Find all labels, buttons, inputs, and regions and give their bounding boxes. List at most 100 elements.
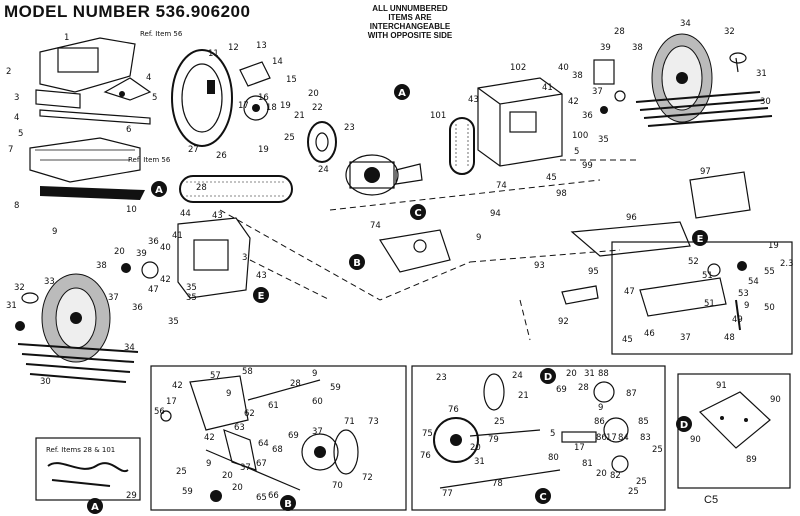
part-label: 11 [208,49,219,59]
part-label: 25 [636,477,647,487]
part-label: 67 [256,459,267,469]
part-label: 50 [764,303,775,313]
part-label: 47 [624,287,635,297]
part-label: 23 [344,123,355,133]
part-label: 90 [690,435,701,445]
callout-b-1: B [349,254,365,270]
part-label: 77 [442,489,453,499]
part-label: 42 [204,433,215,443]
left-transmission-case [121,217,251,299]
part-label: 54 [748,277,759,287]
part-label: 34 [124,343,135,353]
part-label: 86 [596,433,607,443]
part-label: 33 [44,277,55,287]
part-label: 32 [14,283,25,293]
callout-e-1: E [253,287,269,303]
part-label: 78 [492,479,503,489]
part-label: 4 [146,73,151,83]
left-wheel-assembly [15,273,139,383]
part-label: 66 [268,491,279,501]
drive-belt [179,175,293,203]
part-label: 74 [496,181,507,191]
part-label: 46 [644,329,655,339]
part-label: 4 [14,113,19,123]
callout-d-2: D [676,416,692,432]
part-label: 100 [572,131,588,141]
part-label: 52 [688,257,699,267]
part-label: 20 [232,483,243,493]
part-label: 32 [724,27,735,37]
part-label: 65 [256,493,267,503]
part-label: 63 [234,423,245,433]
part-label: 38 [632,43,643,53]
part-label: 20 [222,471,233,481]
part-label: 3 [242,253,247,263]
part-label: 39 [600,43,611,53]
shift-lever-detail [639,261,747,331]
part-label: 97 [700,167,711,177]
part-label: 36 [582,111,593,121]
part-label: 13 [256,41,267,51]
callout-a-3: A [87,498,103,514]
part-label: 25 [284,133,295,143]
part-label: 73 [368,417,379,427]
inset-box-b [150,365,407,511]
part-label: 19 [258,145,269,155]
callout-b-2: B [280,495,296,511]
svg-text:C: C [539,492,546,503]
part-label: 28 [196,183,207,193]
part-label: 43 [256,271,267,281]
part-label: 17 [606,433,617,443]
note-line-2: ITEMS ARE INTERCHANGEABLE [369,13,451,31]
note-line-3: WITH OPPOSITE SIDE [367,31,453,40]
part-label: 34 [680,19,691,29]
part-label: 27 [188,145,199,155]
part-label: 35 [168,317,179,327]
part-label: 64 [258,439,269,449]
svg-text:A: A [155,185,163,196]
part-label: 53 [738,289,749,299]
part-label: 20 [114,247,125,257]
part-label: 40 [160,243,171,253]
pivot-plate-detail [698,391,771,449]
part-label: 9 [206,459,211,469]
part-label: 41 [542,83,553,93]
part-label: 35 [598,135,609,145]
part-label: 26 [216,151,227,161]
shift-bracket [379,229,451,273]
part-label: 61 [268,401,279,411]
part-label: 20 [308,89,319,99]
part-label: 20 [470,443,481,453]
part-label: 8 [14,201,19,211]
svg-text:D: D [544,372,552,383]
brake-assembly-detail [160,375,359,502]
svg-text:B: B [353,258,361,269]
part-label: 69 [556,385,567,395]
part-label: 55 [764,267,775,277]
svg-text:D: D [680,420,688,431]
page-code: C5 [704,494,719,506]
part-label: 15 [286,75,297,85]
part-label: 92 [558,317,569,327]
axle-hardware-right [593,59,626,114]
part-label: 89 [746,455,757,465]
part-label: 16 [258,93,269,103]
part-label: 37 [312,427,323,437]
svg-text:A: A [398,88,406,99]
inset-box-c [411,365,666,511]
part-label: 9 [476,233,481,243]
part-label: 86 [594,417,605,427]
part-label: 2 [6,67,11,77]
part-label: 91 [716,381,727,391]
part-label: 9 [312,369,317,379]
part-label: 62 [244,409,255,419]
part-label: 75 [422,429,433,439]
part-label: 80 [548,453,559,463]
part-label: 47 [148,285,159,295]
part-label: 2.3 [780,259,794,269]
part-label: 31 [474,457,485,467]
part-label: 48 [724,333,735,343]
inset-box-d [677,373,791,489]
part-label: 42 [172,381,183,391]
